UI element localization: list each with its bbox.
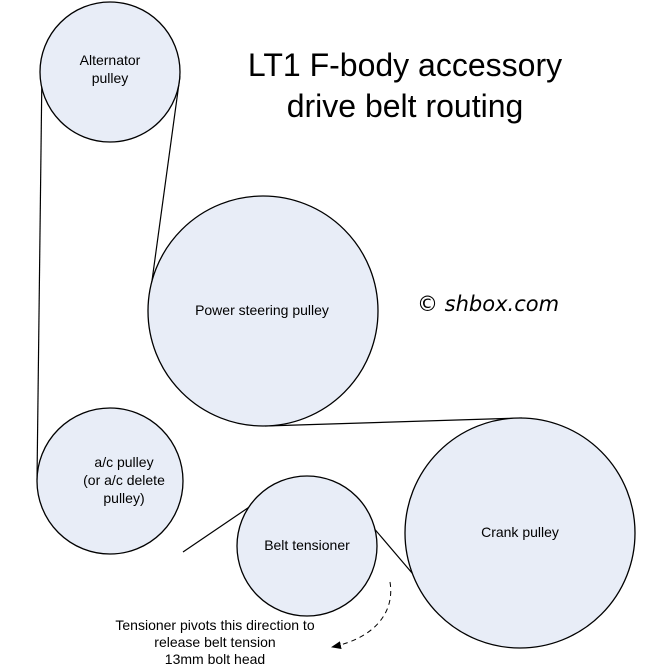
power-steering-pulley [147,195,379,427]
copyright-text: © shbox.com [417,292,559,316]
tensioner-note-line2: release belt tension [154,634,275,650]
belt-segment-tensioner-crank [371,525,419,581]
diagram-title-line1: LT1 F-body accessory [248,47,562,83]
alternator-label-line1: Alternator [80,52,141,68]
alternator-pulley [39,1,181,143]
crank-label: Crank pulley [481,524,559,540]
ac-pulley [36,407,184,555]
ac-label-line1: a/c pulley [94,454,153,470]
tensioner-label: Belt tensioner [264,537,350,553]
alternator-label-line2: pulley [92,70,129,86]
belt-segment-alternator-left [36,67,43,481]
ac-label-line2: (or a/c delete [83,472,165,488]
tensioner-note-line1: Tensioner pivots this direction to [115,617,314,633]
tensioner-note-line3: 13mm bolt head [165,651,265,667]
crank-pulley [404,417,636,649]
diagram-title-line2: drive belt routing [287,88,524,124]
tensioner-pivot-arrow [331,581,392,650]
belt-segment-power-steering-crank [264,417,523,427]
ac-label-line3: pulley) [103,490,144,506]
belt-tensioner-pulley [236,475,378,617]
belt-segment-alternator-power-steering [147,75,181,311]
power-steering-label: Power steering pulley [195,302,329,318]
